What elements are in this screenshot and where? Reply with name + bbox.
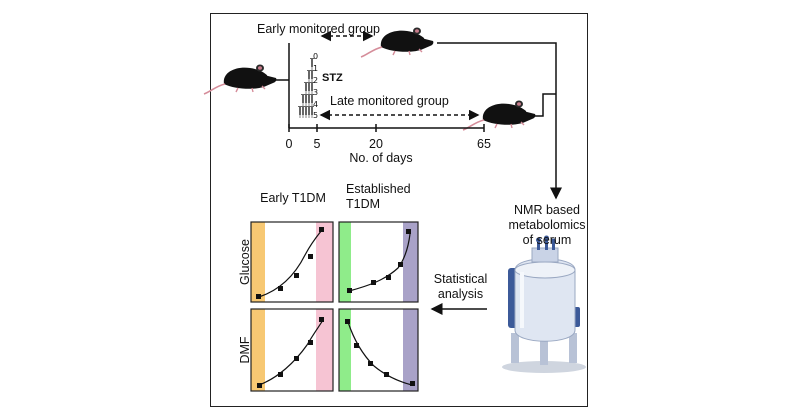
established-title-line2: T1DM (346, 197, 381, 211)
dose-day-2: 2 (313, 76, 319, 85)
timeline-axis (288, 43, 485, 132)
dose-day-4: 4 (313, 100, 319, 109)
row-label-dmf: DMF (238, 336, 252, 364)
stz-label: STZ (322, 72, 343, 84)
dose-day-3: 3 (313, 88, 319, 97)
nmr-label-line2: metabolomics (508, 218, 586, 232)
row-label-glucose: Glucose (238, 239, 252, 285)
tick-label-20: 20 (369, 137, 383, 151)
nmr-spectrometer-icon (502, 235, 586, 373)
panel-early-dmf (250, 308, 334, 392)
mouse-icon-late (462, 99, 537, 131)
syringe-icons (298, 58, 314, 118)
early-t1dm-title: Early T1DM (260, 191, 326, 205)
early-group-label: Early monitored group (257, 22, 380, 36)
nmr-label-line3: of serum (522, 233, 572, 247)
flow-arrow-late (530, 93, 556, 117)
established-title-line1: Established (346, 182, 411, 196)
tick-label-5: 5 (313, 137, 321, 151)
dose-day-1: 1 (313, 64, 319, 73)
flow-arrow-early (437, 42, 562, 200)
dose-day-0: 0 (313, 52, 319, 61)
statistical-label-line2: analysis (437, 287, 484, 301)
panel-early-glucose (250, 221, 334, 303)
statistical-label-line1: Statistical (433, 272, 488, 286)
late-group-label: Late monitored group (330, 94, 449, 108)
dose-day-5: 5 (313, 111, 319, 120)
tick-label-0: 0 (285, 137, 293, 151)
nmr-label-line1: NMR based (514, 203, 580, 217)
panel-established-dmf (338, 308, 419, 392)
mouse-icon-start (203, 63, 278, 95)
tick-label-65: 65 (477, 137, 491, 151)
days-axis-label: No. of days (349, 151, 413, 165)
panel-established-glucose (338, 221, 419, 303)
